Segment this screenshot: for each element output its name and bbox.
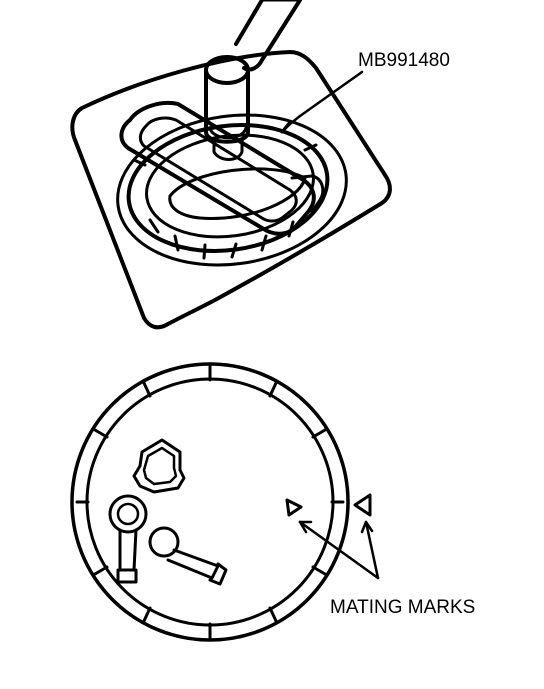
tool-label: MB991480	[358, 50, 450, 71]
mating-mark-cover-triangle	[285, 498, 303, 517]
outlet-pipe-bore	[116, 502, 140, 526]
tool-post	[204, 70, 250, 144]
mating-marks-label: MATING MARKS	[330, 597, 475, 618]
return-pipe-head	[148, 526, 180, 558]
tool-frame	[119, 101, 316, 236]
bottom-view	[70, 362, 380, 642]
cover-outer-circle	[70, 362, 350, 642]
connector-socket-inner	[142, 446, 178, 486]
return-pipe-body	[166, 548, 220, 580]
cover-dish	[168, 167, 307, 220]
tool-frame-inner	[138, 116, 298, 223]
tool-leader	[288, 70, 364, 126]
mating-marks-leader-left	[298, 520, 380, 580]
cover-ring-outer	[126, 123, 330, 253]
return-pipe-end	[208, 562, 228, 586]
mating-mark-tank-triangle	[353, 493, 372, 517]
tool-leader-arrow	[282, 122, 292, 132]
connector-socket	[132, 438, 186, 494]
tool-end	[290, 174, 325, 214]
cover-lock-tabs	[75, 364, 345, 640]
flange-outer	[116, 113, 348, 267]
mating-marks-arrowhead-right	[360, 520, 374, 534]
mating-marks-leader-right	[364, 520, 380, 580]
outlet-pipe-body	[118, 528, 138, 572]
cover-inner-circle	[85, 377, 335, 627]
outlet-pipe-ring	[108, 494, 148, 534]
mating-marks-arrowhead-left	[298, 520, 313, 534]
wrench-bar	[234, 0, 302, 72]
tool-post-collar	[208, 126, 248, 161]
top-view	[70, 0, 392, 330]
outlet-pipe-end	[116, 568, 138, 584]
